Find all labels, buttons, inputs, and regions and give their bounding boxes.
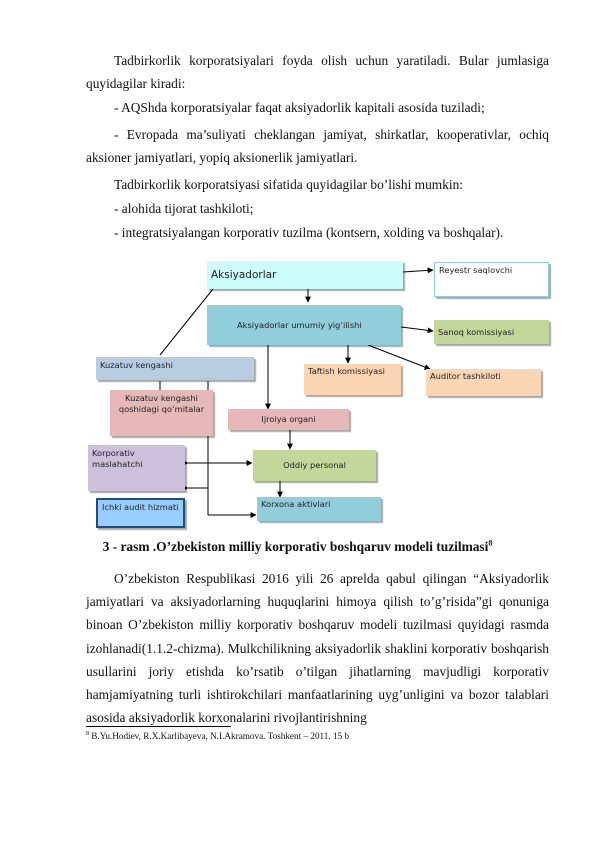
paragraph-model: O’zbekiston Respublikasi 2016 yili 26 ap… bbox=[86, 571, 549, 726]
footnote-text: B.Yu.Hodiev, R.X.Karlibayeva, N.I.Akramo… bbox=[89, 731, 350, 742]
arrow-to-sanoq bbox=[400, 326, 434, 334]
box-kuzatuv-kengashi: Kuzatuv kengashi bbox=[96, 357, 254, 380]
figure-caption-text: 3 - rasm .O’zbekiston milliy korporativ … bbox=[102, 539, 489, 554]
box-umumiy-yigilish: Aksiyadorlar umumiy yig’ilishi bbox=[207, 305, 401, 345]
footnote: 8 B.Yu.Hodiev, R.X.Karlibayeva, N.I.Akra… bbox=[86, 728, 349, 742]
box-reyestr-saqlovchi: Reyestr saqlovchi bbox=[434, 262, 549, 297]
paragraph-intro: Tadbirkorlik korporatsiyalari foyda olis… bbox=[86, 53, 549, 92]
paragraph-europe: - Evropada ma’suliyati cheklangan jamiya… bbox=[86, 127, 549, 166]
box-sanoq-komissiyasi: Sanoq komissiyasi bbox=[434, 320, 549, 344]
box-aksiyadorlar: Aksiyadorlar bbox=[207, 261, 403, 289]
list-item-single: - alohida tijorat tashkiloti; bbox=[114, 201, 254, 216]
box-korxona-aktivlari: Korxona aktivlari bbox=[257, 497, 381, 521]
box-auditor-tashkiloti: Auditor tashkiloti bbox=[426, 369, 541, 396]
box-korporativ-maslahatchi: Korporativ maslahatchi bbox=[88, 445, 185, 491]
box-ichki-audit-hizmati: Ichki audit hizmati bbox=[96, 498, 185, 528]
paragraph-forms: Tadbirkorlik korporatsiyasi sifatida quy… bbox=[114, 177, 464, 192]
figure-caption: 3 - rasm .O’zbekiston milliy korporativ … bbox=[0, 538, 595, 556]
line-aksiyadorlar-kuzatuv bbox=[159, 288, 214, 356]
box-ijroiya-organi: Ijroiya organi bbox=[228, 409, 349, 430]
footnote-divider bbox=[86, 726, 231, 727]
list-item-integrated: - integratsiyalangan korporativ tuzilma … bbox=[114, 225, 504, 240]
figure-caption-footnote-ref[interactable]: 8 bbox=[488, 538, 493, 548]
box-taftish-komissiyasi: Taftish komissiyasi bbox=[304, 364, 401, 395]
box-oddiy-personal: Oddiy personal bbox=[253, 450, 376, 481]
footnote-number: 8 bbox=[86, 731, 89, 737]
arrow-to-reyestr bbox=[402, 267, 434, 274]
list-item-usa: - AQShda korporatsiyalar faqat aksiyador… bbox=[114, 100, 485, 115]
box-kuzatuv-qoshidagi-qomitalar: Kuzatuv kengashi qoshidagi qo’mitalar bbox=[110, 390, 213, 436]
